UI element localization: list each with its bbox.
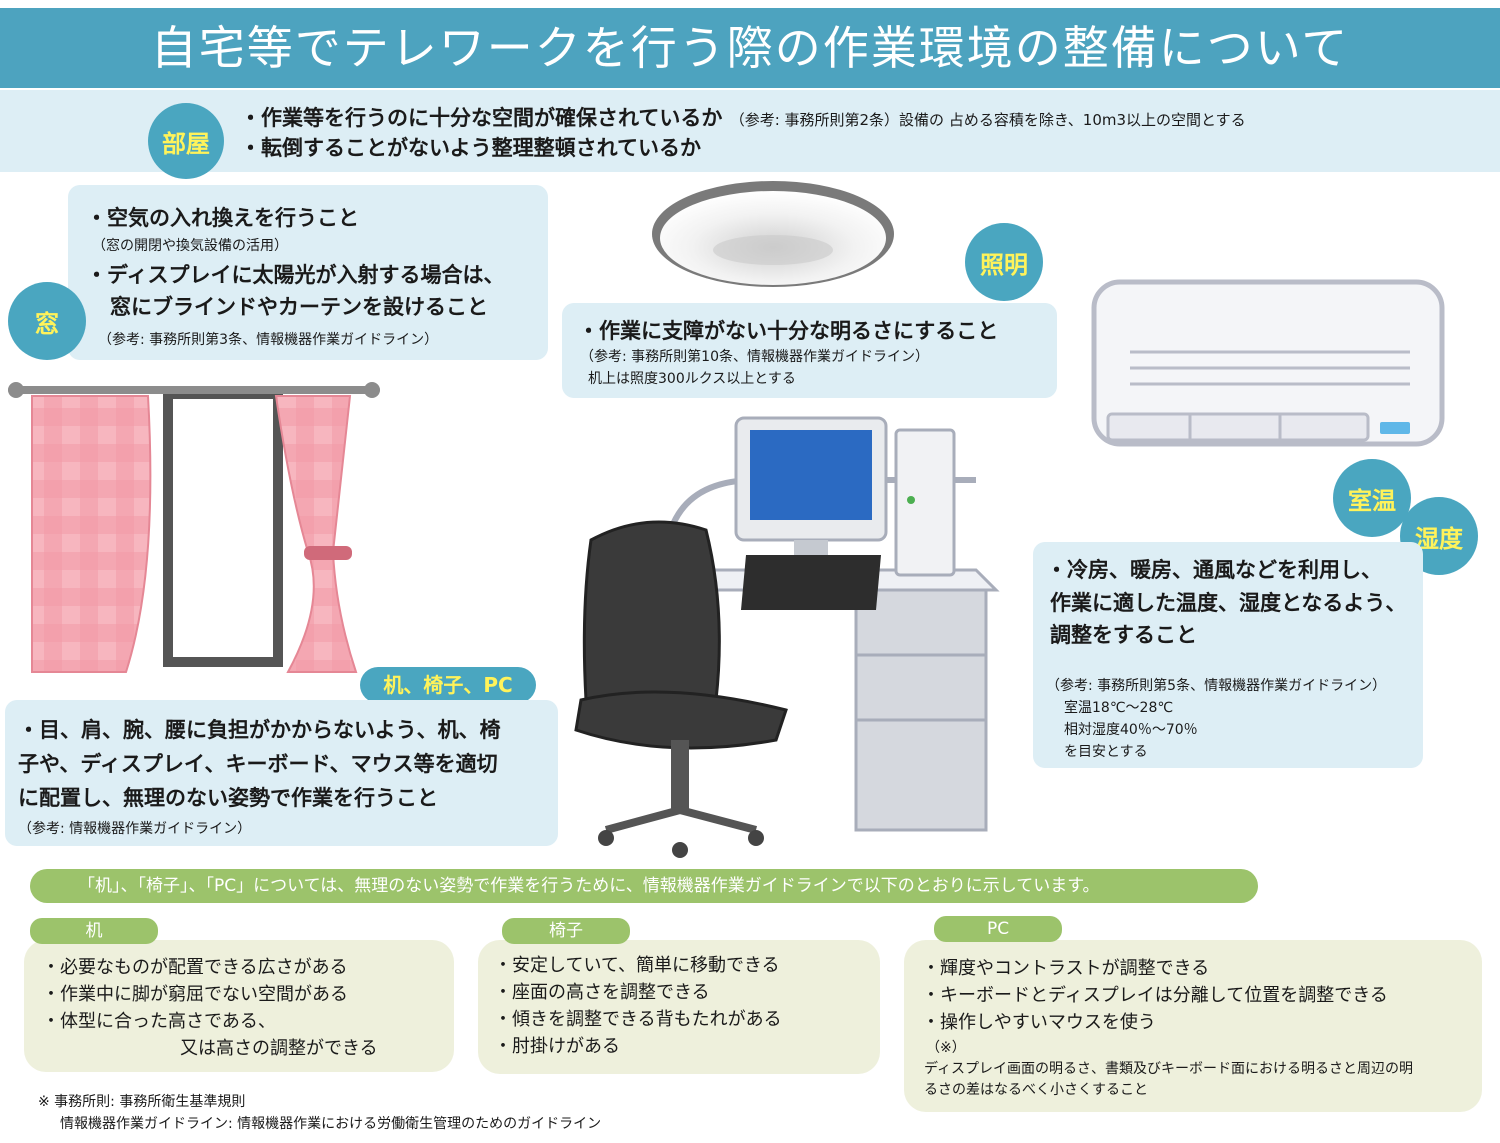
window-item-2-line-2: 窓にブラインドやカーテンを設けること bbox=[110, 295, 488, 319]
curtain-window-illustration bbox=[8, 382, 380, 673]
lighting-info-box bbox=[562, 303, 1057, 398]
desk-panel-tab: 机 bbox=[30, 918, 158, 944]
window-ref: （参考: 事務所則第3条、情報機器作業ガイドライン） bbox=[98, 332, 439, 348]
chair-item-4: ・肘掛けがある bbox=[494, 1036, 620, 1057]
pc-item-3: ・操作しやすいマウスを使う bbox=[922, 1012, 1156, 1033]
desk-item-3-continuation: 又は高さの調整ができる bbox=[180, 1038, 378, 1059]
temperature-note-1: 室温18℃～28℃ bbox=[1064, 700, 1174, 716]
desk-panel bbox=[24, 940, 454, 1072]
temperature-info-box bbox=[1033, 542, 1423, 768]
window-item-1-note: （窓の開閉や換気設備の活用） bbox=[92, 238, 288, 254]
page-title: 自宅等でテレワークを行う際の作業環境の整備について bbox=[0, 8, 1500, 88]
air-conditioner-illustration bbox=[1091, 279, 1445, 447]
footnote-line-2: 情報機器作業ガイドライン: 情報機器作業における労働衛生管理のためのガイドライン bbox=[60, 1116, 602, 1132]
pc-note-line-2: るさの差はなるべく小さくすること bbox=[924, 1082, 1148, 1098]
desk-item-1: ・必要なものが配置できる広さがある bbox=[42, 957, 348, 978]
ceiling-light-illustration bbox=[652, 181, 894, 287]
window-item-2-line-1: ・ディスプレイに太陽光が入射する場合は、 bbox=[86, 263, 505, 287]
temperature-ref: （参考: 事務所則第5条、情報機器作業ガイドライン） bbox=[1046, 678, 1387, 694]
pc-item-2: ・キーボードとディスプレイは分離して位置を調整できる bbox=[922, 985, 1388, 1006]
room-line-2: ・転倒することがないよう整理整頓されているか bbox=[240, 136, 701, 160]
lighting-badge: 照明 bbox=[965, 223, 1043, 301]
desk-item-3: ・体型に合った高さである、 bbox=[42, 1011, 276, 1032]
lighting-ref: （参考: 事務所則第10条、情報機器作業ガイドライン） bbox=[580, 349, 929, 365]
lighting-note: 机上は照度300ルクス以上とする bbox=[588, 371, 796, 387]
desk-chair-pc-line-1: ・目、肩、腕、腰に負担がかからないよう、机、椅 bbox=[18, 718, 501, 742]
desk-chair-pc-line-2: 子や、ディスプレイ、キーボード、マウス等を適切 bbox=[18, 752, 498, 776]
temperature-badge: 室温 bbox=[1333, 459, 1411, 537]
guideline-banner: 「机」、「椅子」、「PC」については、無理のない姿勢で作業を行うために、情報機器… bbox=[30, 869, 1258, 903]
room-section bbox=[0, 90, 1500, 172]
temperature-line-3: 調整をすること bbox=[1050, 623, 1197, 647]
chair-item-2: ・座面の高さを調整できる bbox=[494, 982, 710, 1003]
pc-note-mark: （※） bbox=[926, 1040, 966, 1056]
footnote-line-1: ※ 事務所則: 事務所衛生基準規則 bbox=[38, 1094, 246, 1110]
pc-item-1: ・輝度やコントラストが調整できる bbox=[922, 958, 1210, 979]
room-line-1-text: ・作業等を行うのに十分な空間が確保されているか bbox=[240, 106, 723, 130]
chair-panel-tab: 椅子 bbox=[502, 918, 630, 944]
temperature-note-2: 相対湿度40％～70％ bbox=[1064, 722, 1198, 738]
temperature-note-3: を目安とする bbox=[1064, 744, 1148, 760]
chair-item-3: ・傾きを調整できる背もたれがある bbox=[494, 1009, 782, 1030]
pc-panel-tab: PC bbox=[934, 916, 1062, 942]
desk-pc-chair-illustration bbox=[574, 416, 1000, 858]
window-item-1: ・空気の入れ換えを行うこと bbox=[86, 206, 359, 230]
temperature-line-1: ・冷房、暖房、通風などを利用し、 bbox=[1046, 558, 1382, 582]
desk-chair-pc-line-3: に配置し、無理のない姿勢で作業を行うこと bbox=[18, 786, 438, 810]
window-info-box bbox=[68, 185, 548, 360]
temperature-line-2: 作業に適した温度、湿度となるよう、 bbox=[1050, 591, 1407, 615]
desk-chair-pc-ref: （参考: 情報機器作業ガイドライン） bbox=[18, 821, 252, 837]
lighting-item: ・作業に支障がない十分な明るさにすること bbox=[578, 319, 999, 343]
room-badge: 部屋 bbox=[148, 103, 224, 179]
chair-item-1: ・安定していて、簡単に移動できる bbox=[494, 955, 780, 976]
room-line-1: ・作業等を行うのに十分な空間が確保されているか （参考: 事務所則第2条）設備の… bbox=[240, 102, 1246, 132]
desk-chair-pc-tag: 机、椅子、PC bbox=[360, 667, 536, 703]
pc-panel bbox=[904, 940, 1482, 1112]
chair-panel bbox=[478, 940, 880, 1074]
pc-note-line-1: ディスプレイ画面の明るさ、書類及びキーボード面における明るさと周辺の明 bbox=[924, 1061, 1414, 1077]
window-badge: 窓 bbox=[8, 282, 86, 360]
desk-chair-pc-info-box bbox=[5, 700, 558, 846]
room-line-1-note: （参考: 事務所則第2条）設備の 占める容積を除き、10m3以上の空間とする bbox=[729, 111, 1246, 129]
desk-item-2: ・作業中に脚が窮屈でない空間がある bbox=[42, 984, 348, 1005]
